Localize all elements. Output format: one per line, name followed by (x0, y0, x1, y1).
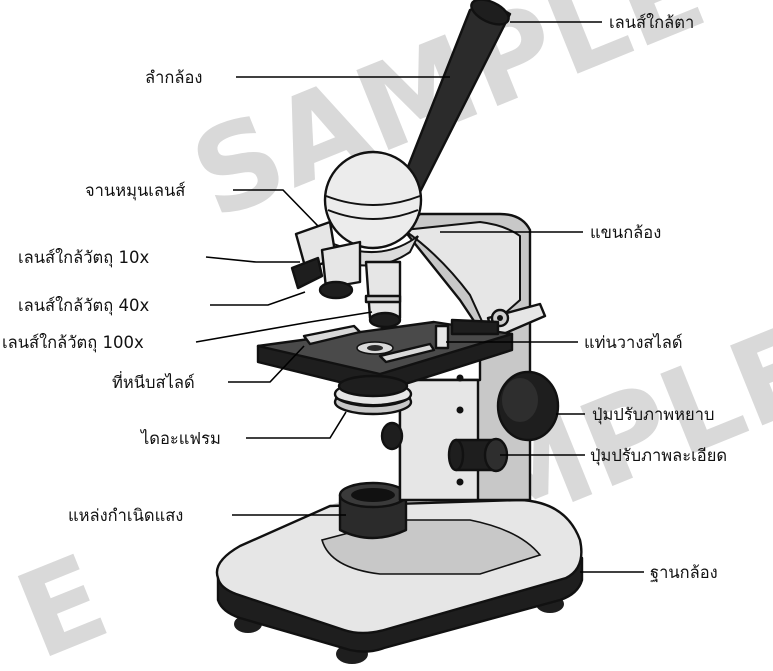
label-light-source: แหล่งกำเนิดแสง (68, 506, 183, 525)
label-fine-focus: ปุ่มปรับภาพละเอียด (590, 446, 727, 466)
label-stage: แท่นวางสไลด์ (584, 333, 683, 352)
label-objective-10x: เลนส์ใกล้วัตถุ 10x (18, 248, 149, 268)
label-objective-100x: เลนส์ใกล้วัตถุ 100x (2, 333, 144, 353)
label-revolving-nosepiece: จานหมุนเลนส์ (85, 181, 185, 201)
label-stage-clips: ที่หนีบสไลด์ (112, 371, 195, 392)
watermark-corner: E (0, 528, 125, 671)
diaphragm-part (335, 376, 411, 414)
label-arm: แขนกล้อง (590, 223, 661, 242)
label-coarse-focus: ปุ่มปรับภาพหยาบ (592, 405, 714, 425)
label-base: ฐานกล้อง (650, 563, 718, 582)
label-diaphragm: ไดอะแฟรม (139, 429, 221, 448)
label-eyepiece: เลนส์ใกล้ตา (609, 13, 694, 32)
light-source-part (340, 483, 406, 538)
label-objective-40x: เลนส์ใกล้วัตถุ 40x (18, 296, 149, 316)
label-body-tube: ลำกล้อง (145, 68, 202, 87)
